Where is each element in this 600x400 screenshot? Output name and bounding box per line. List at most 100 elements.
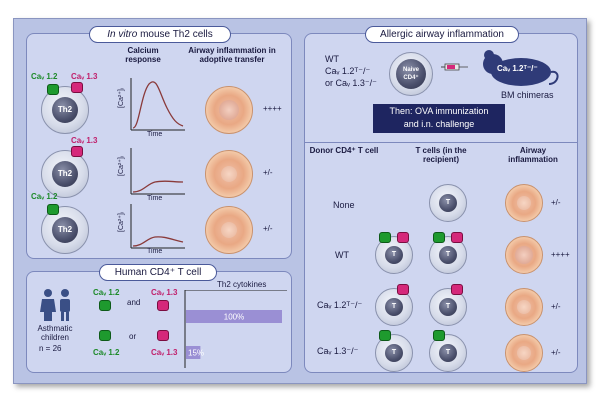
cav13-score: +/-: [551, 348, 561, 357]
t-cell: T: [429, 288, 467, 326]
cav13-channel-icon: [397, 232, 409, 243]
calcium-graph-3: [130, 204, 185, 249]
t-cell-donor: T: [375, 334, 413, 372]
row1-cav13-label: Caᵥ 1.3: [71, 72, 98, 81]
calcium-graph-2: [130, 148, 185, 195]
n-label: n = 26: [39, 344, 62, 353]
row3-cav12-label: Caᵥ 1.2: [31, 192, 58, 201]
th2-cytokines-title: Th2 cytokines: [217, 280, 267, 289]
bar-2: [186, 346, 201, 359]
and-label: and: [127, 298, 141, 307]
row1-score: ++++: [263, 104, 282, 113]
th2-label-3: Th2: [57, 225, 73, 234]
then-line1: Then: OVA immunization: [389, 106, 489, 116]
wt-line2: Caᵥ 1.2ᵀ⁻/⁻: [325, 66, 371, 76]
cav12-channel-icon: [99, 300, 111, 311]
airway-normal: [505, 334, 543, 372]
donor-wt: WT: [335, 250, 349, 260]
t-label: T: [445, 349, 451, 356]
t-label: T: [445, 199, 451, 206]
donor-none: None: [333, 200, 355, 210]
human-row1-cav12-label: Caᵥ 1.2: [93, 288, 120, 297]
cav12-channel-icon: [99, 330, 111, 341]
y-axis-label-2: [Ca²⁺]ᵢ: [117, 156, 125, 176]
or-label: or: [129, 332, 137, 341]
x-axis-label-1: Time: [147, 131, 163, 138]
calcium-header: Calcium response: [125, 46, 161, 64]
mouse-icon: [483, 50, 559, 86]
cav12-channel-icon: [433, 330, 445, 341]
syringe-icon: [441, 63, 468, 71]
tcells-header: T cells (in the recipient): [415, 146, 467, 164]
donor-cav13: Caᵥ 1.3⁻/⁻: [317, 346, 359, 356]
section-divider: [305, 142, 577, 143]
cav13-channel-icon: [451, 232, 463, 243]
th2-nucleus-3: Th2: [52, 217, 78, 243]
wt-score: ++++: [551, 250, 570, 259]
human-cd4-title: Human CD4⁺ T cell: [99, 264, 217, 281]
th2-label-2: Th2: [57, 169, 73, 178]
donor-header: Donor CD4⁺ T cell: [309, 146, 379, 155]
asthmatic-children-label: Asthmatic children: [37, 324, 73, 342]
naive-nucleus: Naive CD4⁺: [396, 59, 426, 89]
cav12-channel-icon: [433, 232, 445, 243]
cav13-channel-icon: [157, 300, 169, 311]
title-rest: mouse Th2 cells: [137, 29, 213, 40]
bar-1-label: 100%: [224, 313, 244, 322]
cav12-channel-icon: [47, 84, 59, 95]
naive-cd4-cell: Naive CD4⁺: [389, 52, 433, 96]
airway-normal: [205, 206, 253, 254]
mouse-th2-title: In vitro mouse Th2 cells: [89, 26, 231, 43]
human-row2-cav13-label: Caᵥ 1.3: [151, 348, 178, 357]
donor-cav12: Caᵥ 1.2ᵀ⁻/⁻: [317, 300, 363, 310]
airway-normal: [505, 184, 543, 222]
x-axis-label-3: Time: [147, 248, 163, 255]
row2-cav13-label: Caᵥ 1.3: [71, 136, 98, 145]
none-score: +/-: [551, 198, 561, 207]
th2-nucleus-1: Th2: [52, 97, 78, 123]
row2-score: +/-: [263, 168, 273, 177]
th2-label-1: Th2: [57, 105, 73, 114]
t-cell: T: [429, 184, 467, 222]
cav13-channel-icon: [397, 284, 409, 295]
naive-label: Naive CD4⁺: [402, 67, 419, 81]
cav12-channel-icon: [379, 330, 391, 341]
cav13-channel-icon: [71, 82, 83, 93]
t-label: T: [445, 303, 451, 310]
row1-cav12-label: Caᵥ 1.2: [31, 72, 58, 81]
y-axis-label-1: [Ca²⁺]ᵢ: [117, 88, 125, 108]
human-row2-cav12-label: Caᵥ 1.2: [93, 348, 120, 357]
human-cd4-panel: Human CD4⁺ T cell Asthmatic children n =…: [26, 264, 292, 373]
then-box: Then: OVA immunization and i.n. challeng…: [373, 104, 505, 133]
th2-cytokines-chart: 100% 15%: [184, 290, 287, 368]
allergic-airway-panel: Allergic airway inflammation WT Caᵥ 1.2ᵀ…: [304, 26, 578, 373]
t-label: T: [445, 251, 451, 258]
airway-normal: [505, 288, 543, 326]
mouse-th2-panel: In vitro mouse Th2 cells Calcium respons…: [26, 26, 292, 259]
figure-frame: In vitro mouse Th2 cells Calcium respons…: [13, 18, 587, 384]
t-label: T: [391, 251, 397, 258]
children-icon: [40, 289, 70, 321]
human-row1-cav13-label: Caᵥ 1.3: [151, 288, 178, 297]
bar-2-label: 15%: [188, 349, 204, 358]
calcium-graph-1: [130, 78, 185, 131]
airway-header-right: Airway inflammation: [508, 146, 558, 164]
cav13-channel-icon: [71, 146, 83, 157]
cav12-channel-icon: [379, 232, 391, 243]
calcium-graphs: [130, 78, 185, 249]
airway-inflamed: [205, 86, 253, 134]
cav12-score: +/-: [551, 302, 561, 311]
wt-line1: WT: [325, 54, 339, 64]
t-label: T: [391, 349, 397, 356]
t-label: T: [391, 303, 397, 310]
th2-cell-2: Th2: [41, 150, 89, 198]
cav13-channel-icon: [451, 284, 463, 295]
bm-chimeras-label: BM chimeras: [501, 90, 554, 100]
airway-inflamed: [505, 236, 543, 274]
th2-nucleus-2: Th2: [52, 161, 78, 187]
row3-score: +/-: [263, 224, 273, 233]
mouse-label: Caᵥ 1.2ᵀ⁻/⁻: [497, 64, 538, 73]
y-axis-label-3: [Ca²⁺]ᵢ: [117, 212, 125, 232]
cav12-channel-icon: [47, 204, 59, 215]
x-axis-label-2: Time: [147, 195, 163, 202]
